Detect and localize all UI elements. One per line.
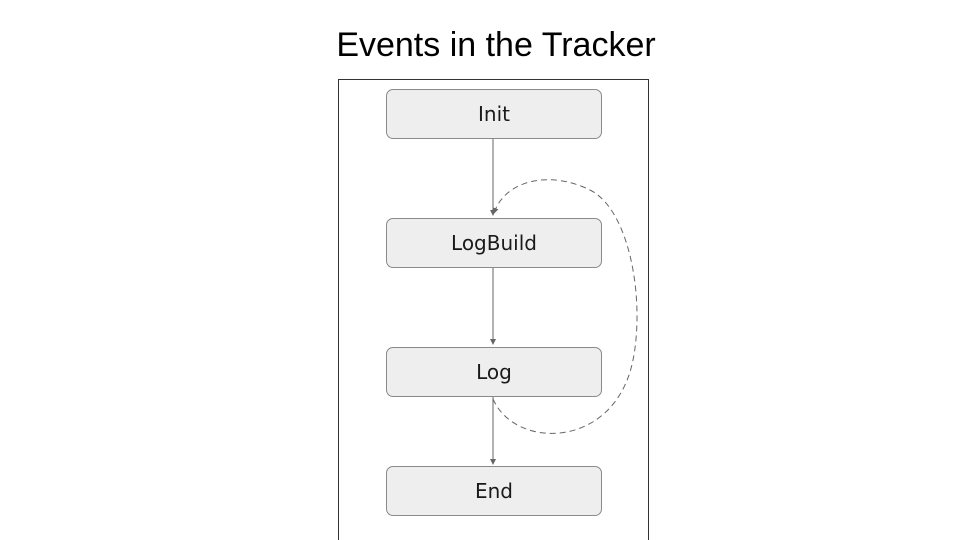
node-logbuild: LogBuild bbox=[386, 218, 602, 268]
edge-log-to-logbuild-loop bbox=[492, 179, 638, 434]
node-init: Init bbox=[386, 89, 602, 139]
diagram-title: Events in the Tracker bbox=[336, 26, 656, 64]
node-end: End bbox=[386, 466, 602, 516]
lane-frame bbox=[338, 79, 649, 540]
node-log: Log bbox=[386, 347, 602, 397]
